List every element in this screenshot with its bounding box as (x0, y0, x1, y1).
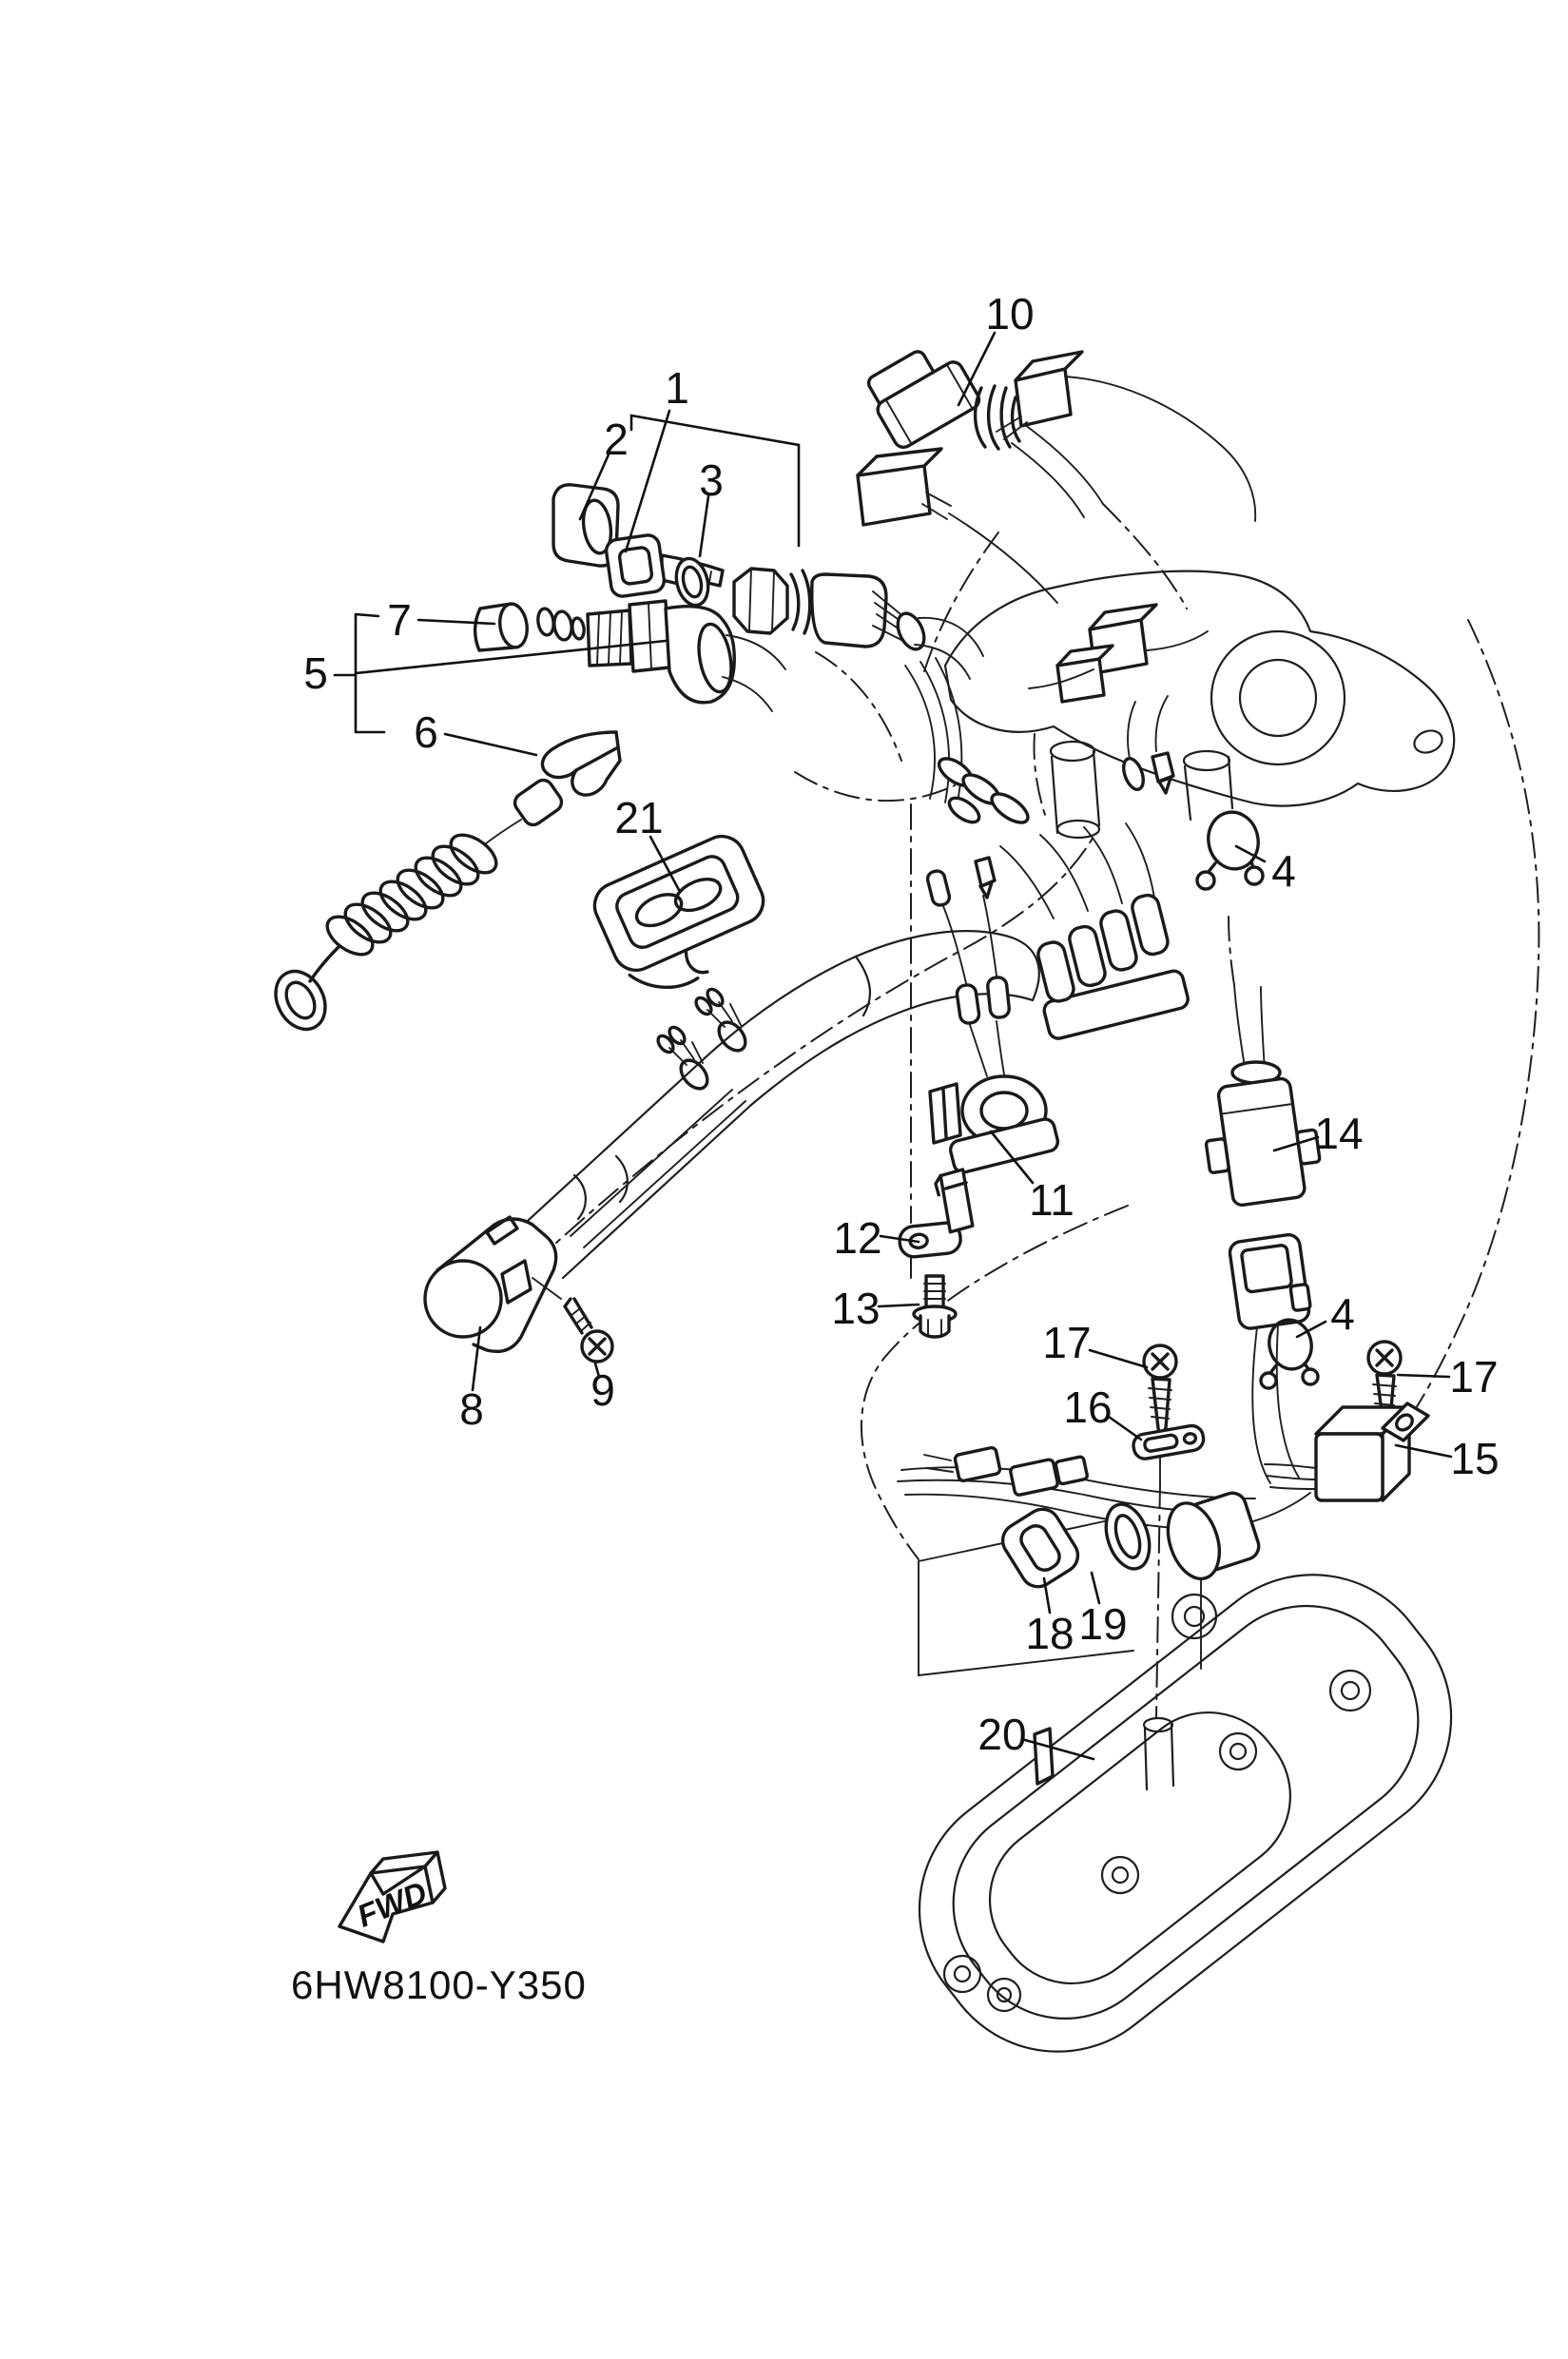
callout-12: 12 (833, 1213, 881, 1263)
callout-4b: 4 (1330, 1289, 1355, 1339)
callout-14: 14 (1314, 1109, 1363, 1158)
relay-assembly-15 (1264, 1402, 1430, 1502)
callout-17a: 17 (1042, 1318, 1091, 1367)
harness-connector-left (856, 447, 1058, 604)
tapping-screw-17-left (1142, 1344, 1178, 1718)
callout-3: 3 (699, 455, 724, 505)
four-terminal-block (999, 822, 1190, 1040)
callout-10: 10 (985, 289, 1034, 338)
harness-oval-connector (1166, 1491, 1261, 1581)
stop-switch-body (586, 599, 786, 712)
callout-6: 6 (414, 707, 438, 757)
bottom-cowling-reference (918, 1517, 1453, 2053)
handle-end-cap-group (423, 1215, 614, 1363)
callout-9: 9 (590, 1365, 615, 1415)
wire-clamp-16 (1132, 1423, 1206, 1460)
handle-wire-pigtails (656, 987, 747, 1091)
flanged-bolt-13 (912, 1274, 958, 1339)
callout-18: 18 (1025, 1609, 1074, 1658)
horn-group (925, 856, 1060, 1174)
callout-2: 2 (604, 415, 629, 464)
callouts-layer: 1 2 3 10 7 5 6 21 4 11 12 13 14 8 9 4 17… (303, 289, 1499, 1759)
drawing-code: 6HW8100-Y350 (291, 1963, 587, 2007)
tapping-screw-9 (532, 1277, 614, 1363)
switch-panel-housing (592, 834, 765, 990)
relay-connector (1228, 1233, 1312, 1330)
fwd-arrow: FWD (338, 1850, 447, 1943)
callout-leader-lines (333, 331, 1453, 1761)
callout-4a: 4 (1271, 846, 1296, 896)
harness-boot (973, 384, 1021, 451)
grommet-18 (1000, 1507, 1080, 1589)
callout-5: 5 (303, 648, 328, 698)
lanyard-clip (484, 730, 622, 845)
lanyard-coil-cord (274, 833, 498, 1032)
starter-relay-group (1204, 916, 1322, 1484)
reference-region-lines (794, 532, 1540, 1560)
fwd-arrow-face (338, 1865, 435, 1943)
main-wire-harness (856, 350, 1257, 824)
callout-7: 7 (387, 595, 412, 645)
harness-bullet-terminals (937, 695, 1175, 824)
ignition-key-group (552, 483, 984, 803)
engine-stop-lanyard-group (274, 599, 786, 1032)
callout-21: 21 (614, 793, 663, 842)
callout-13: 13 (831, 1284, 880, 1333)
callout-19: 19 (1078, 1599, 1127, 1649)
cowling-screw-bosses (942, 1593, 1372, 2013)
horn-bracket-12 (898, 1168, 975, 1259)
callout-11: 11 (1029, 1175, 1074, 1225)
harness-connector-upper (996, 350, 1257, 522)
clamp-bracket-reference (943, 570, 1456, 840)
bottom-harness-group (897, 1445, 1311, 1589)
harness-connectors-lower (1028, 603, 1209, 704)
bushing (498, 602, 529, 649)
callout-8: 8 (459, 1384, 484, 1434)
seal-ring-19 (1104, 1502, 1152, 1571)
callout-15: 15 (1450, 1434, 1499, 1483)
wire-clip-upper (1195, 810, 1265, 891)
callout-17b: 17 (1449, 1352, 1498, 1402)
callout-1: 1 (665, 363, 689, 413)
callout-20: 20 (978, 1710, 1026, 1759)
model-label-20 (1033, 1727, 1055, 1786)
callout-16: 16 (1063, 1383, 1112, 1432)
wire-clip-lower (1259, 1318, 1320, 1390)
